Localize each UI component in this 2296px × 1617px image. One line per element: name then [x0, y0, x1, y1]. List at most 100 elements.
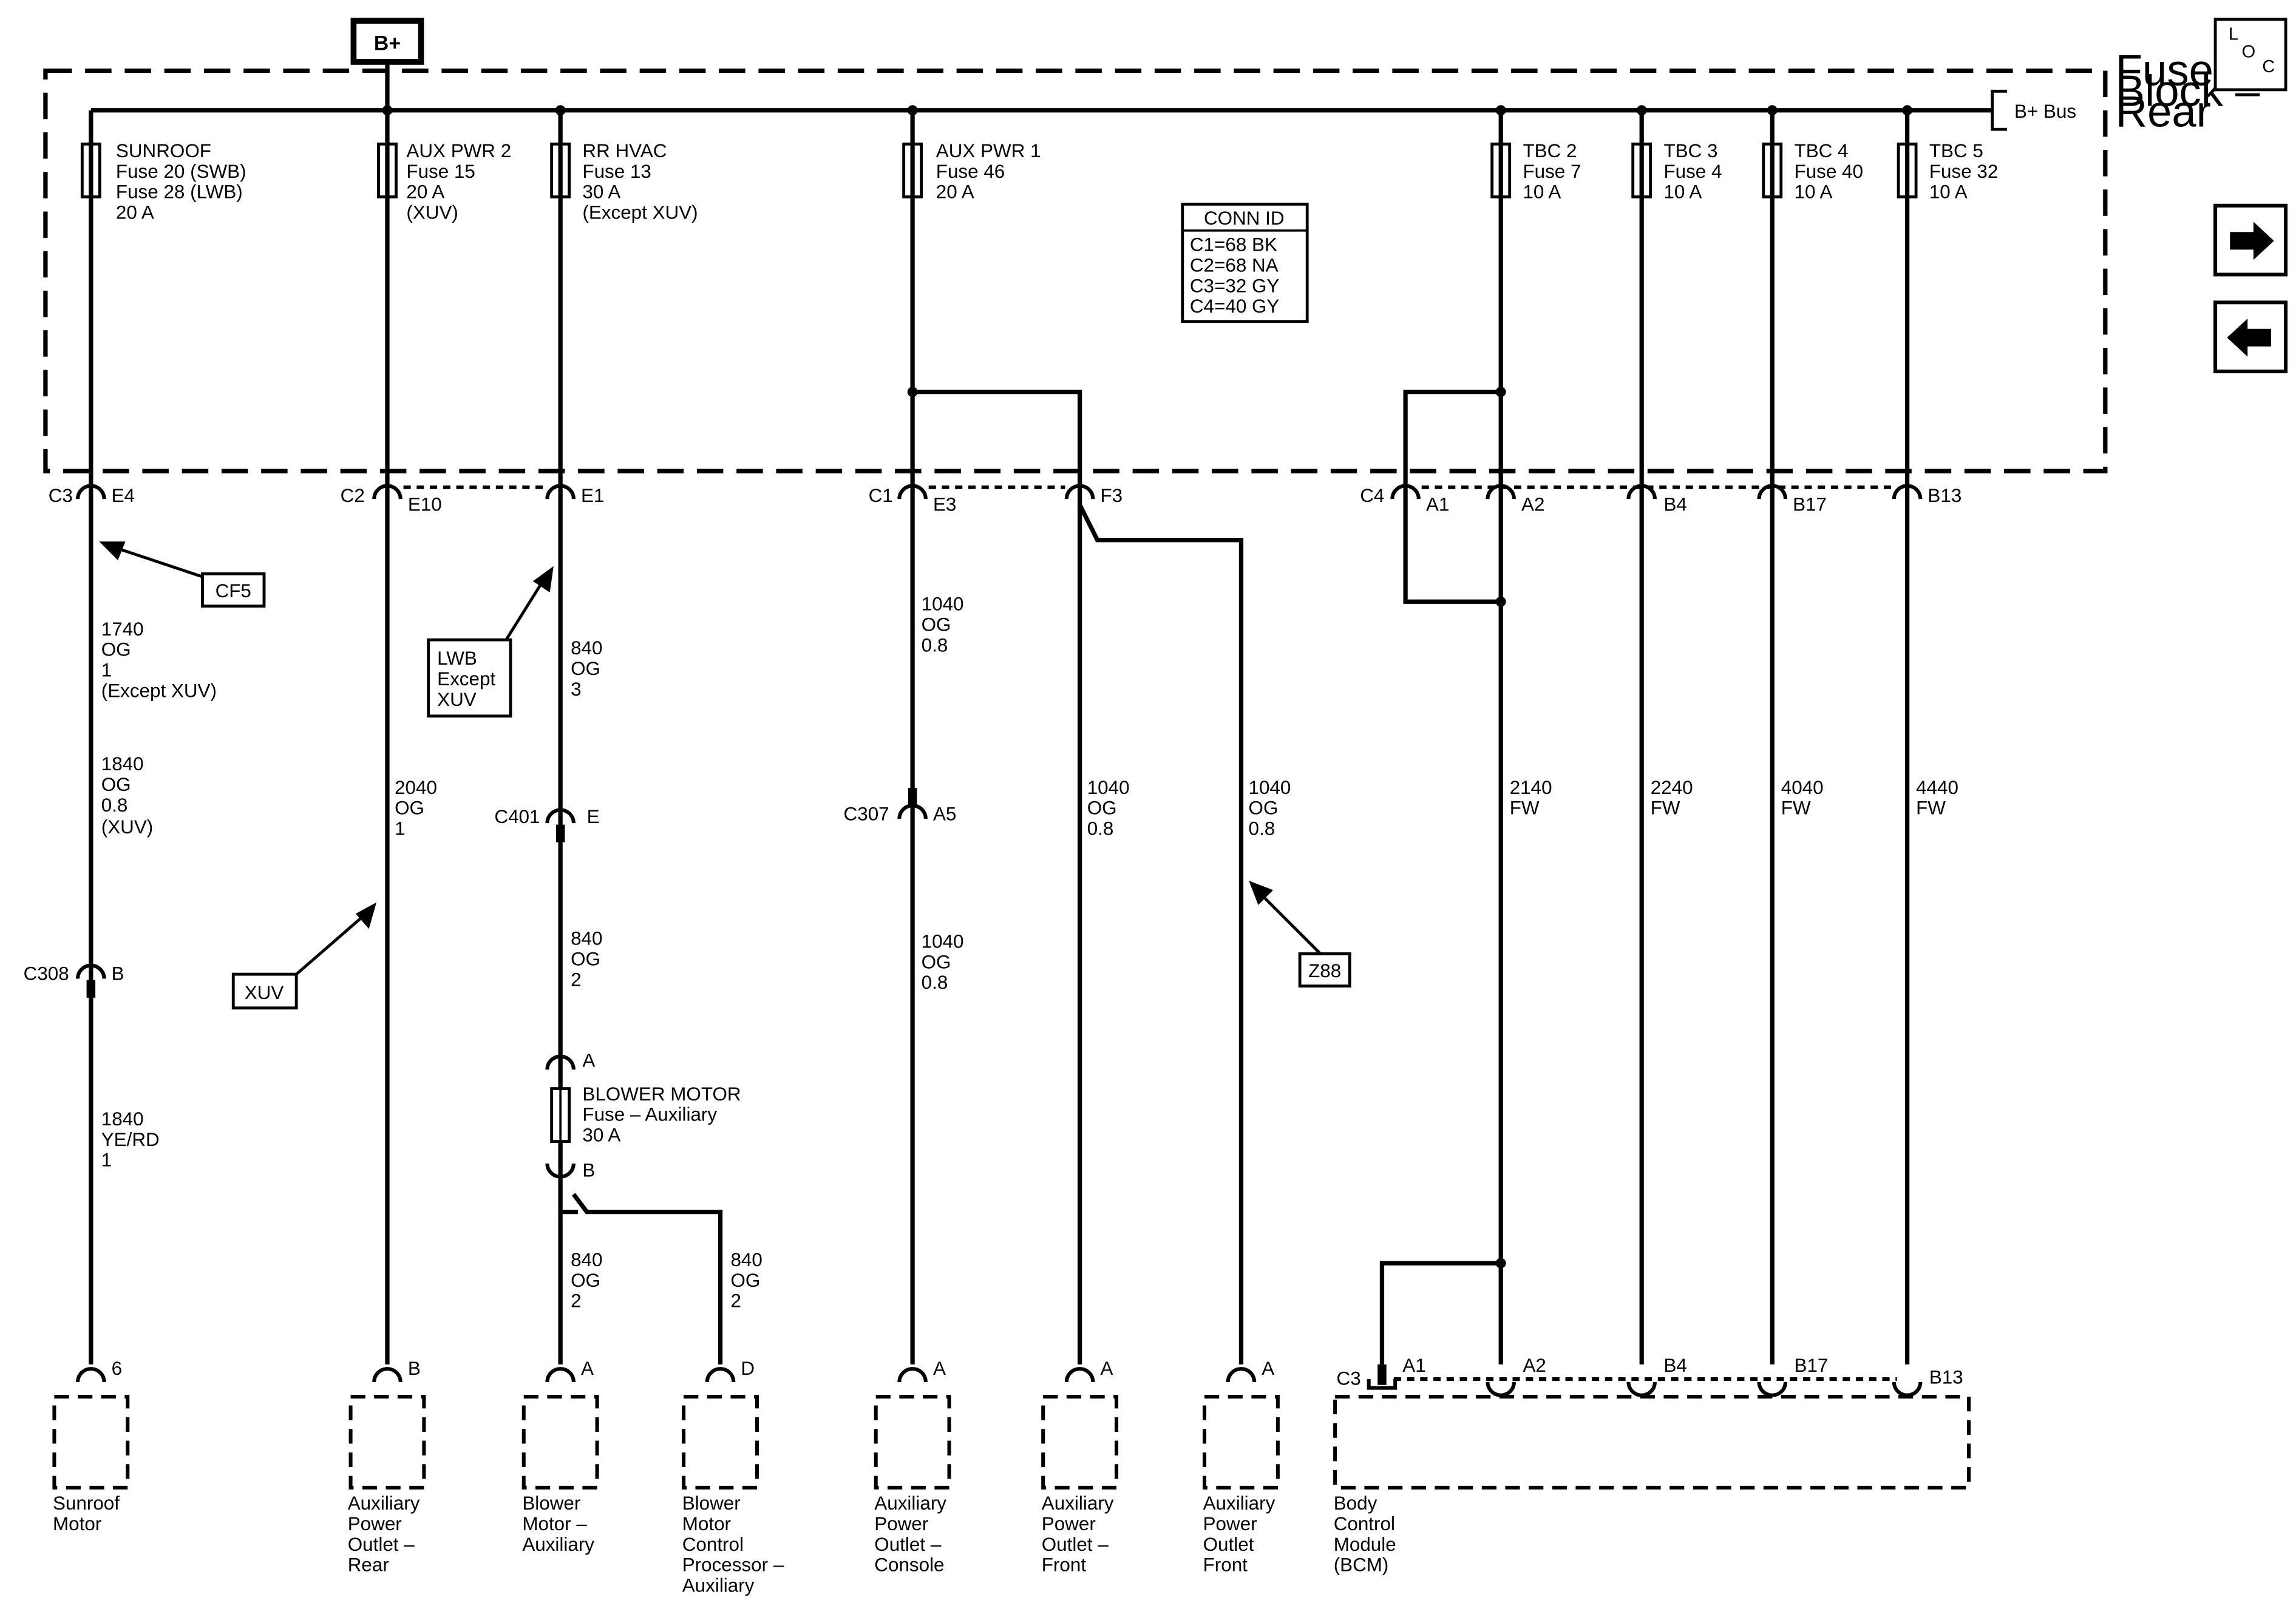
callout-arrow-line — [295, 914, 365, 975]
pin-label: F3 — [1100, 485, 1123, 506]
connector-pin — [372, 1367, 402, 1383]
wire-label: 2040 — [395, 777, 437, 798]
component-name: Control — [1334, 1513, 1395, 1534]
next-page-button[interactable] — [2213, 203, 2288, 277]
bus-label: B+ Bus — [2014, 101, 2076, 122]
fuse-label: 20 A — [936, 181, 974, 203]
option-box-z88 — [1298, 952, 1351, 988]
pin-label: 6 — [112, 1358, 122, 1379]
connector-pin — [1486, 1381, 1516, 1397]
callout-arrowhead — [1249, 881, 1274, 906]
fuse-label: 30 A — [582, 181, 620, 203]
wire-label: OG — [571, 1270, 600, 1291]
option-label: Except — [437, 668, 495, 690]
connector-label: C308 — [24, 963, 69, 985]
wire-aux-outlet-front — [912, 390, 1082, 1364]
component-name: Power — [1042, 1513, 1096, 1534]
connector-pin-male — [1377, 1364, 1387, 1385]
fuse-label: TBC 3 — [1663, 140, 1717, 161]
pin-label: B13 — [1927, 485, 1961, 506]
fuse-label: Fuse 32 — [1929, 161, 1998, 182]
fuse-label: Fuse 15 — [406, 161, 475, 182]
connector-label: C3 — [49, 485, 73, 506]
component-name: Power — [874, 1513, 928, 1534]
fuse-tbc-3: TBC 3 Fuse 4 10 A — [1631, 140, 1722, 203]
fuse-label: SUNROOF — [116, 140, 211, 161]
component-name: Outlet – — [874, 1534, 942, 1555]
loc-letter: L — [2229, 25, 2238, 44]
inline-connector-c401 — [545, 808, 576, 824]
wire-label: 1 — [101, 660, 112, 681]
wire-label: 1740 — [101, 619, 144, 640]
connector-pin — [1390, 484, 1421, 500]
component-name: Blower — [522, 1493, 580, 1514]
wire-label: YE/RD — [101, 1129, 160, 1150]
fuse-label: Fuse 46 — [936, 161, 1005, 182]
fuse-label: TBC 5 — [1929, 140, 1983, 161]
pin-label: B13 — [1929, 1366, 1963, 1388]
power-source-label: B+ — [374, 32, 401, 55]
wire-label: 840 — [571, 637, 602, 659]
fuse-label: 30 A — [582, 1125, 620, 1146]
pin-label: B4 — [1663, 493, 1686, 515]
wire-blower-processor — [571, 1193, 723, 1364]
loc-button[interactable]: L O C — [2213, 18, 2288, 92]
wire-label: 1 — [395, 818, 405, 839]
component-name: Auxiliary — [1203, 1493, 1275, 1514]
component-name: Motor — [682, 1513, 731, 1534]
fuse-label: TBC 2 — [1523, 140, 1577, 161]
pin-label: A1 — [1402, 1355, 1425, 1376]
wire-label: 2240 — [1651, 777, 1693, 798]
block-connector-row — [76, 484, 1923, 500]
pin-label: E — [587, 806, 600, 827]
pin-label: A5 — [933, 803, 956, 824]
conn-id-row: C3=32 GY — [1190, 275, 1280, 296]
prev-page-button[interactable] — [2213, 300, 2288, 373]
block-connector-labels: C3 E4 C2 E10 E1 C1 E3 F3 C4 A1 A2 B4 B17… — [49, 485, 1962, 515]
loc-letter: C — [2262, 57, 2275, 76]
pin-label: A — [933, 1358, 946, 1379]
pin-label: B4 — [1663, 1355, 1686, 1376]
wire-label: FW — [1651, 798, 1680, 819]
component-blower-motor-aux — [521, 1395, 599, 1490]
wire-label: 2 — [730, 1290, 741, 1312]
callout-arrow-line — [504, 580, 545, 641]
wire-label: OG — [571, 949, 600, 970]
component-aux-outlet-rear — [348, 1395, 426, 1490]
wire-label: OG — [922, 614, 951, 636]
component-name: Auxiliary — [1042, 1493, 1114, 1514]
fuse-aux-pwr-1: AUX PWR 1 Fuse 46 20 A — [902, 140, 1041, 203]
component-name: Sunroof — [53, 1493, 120, 1514]
connector-label: C307 — [844, 803, 889, 824]
connector-pin — [1892, 484, 1923, 500]
connector-pin — [1757, 484, 1788, 500]
connector-pin — [1626, 1381, 1657, 1397]
wire-label: 1040 — [1087, 777, 1130, 798]
connector-pin — [76, 484, 106, 500]
callout-arrowhead — [532, 566, 554, 593]
component-name: Motor — [53, 1513, 101, 1534]
inline-connector-male — [86, 980, 96, 998]
wire-label: 840 — [730, 1249, 762, 1270]
fuse-label: (Except XUV) — [582, 202, 698, 223]
connector-pin — [545, 1163, 576, 1179]
fuse-label: Fuse 20 (SWB) — [116, 161, 246, 182]
fuse-label: Fuse – Auxiliary — [582, 1104, 717, 1125]
fuse-block-name-line: Fuse — [2116, 46, 2213, 95]
wire-label: OG — [1249, 798, 1279, 819]
inline-connector-labels: C308 B C401 E C307 A5 — [24, 803, 957, 984]
fuse-label: 20 A — [116, 202, 154, 223]
option-label: LWB — [437, 648, 477, 669]
arrow-right-icon — [2230, 222, 2274, 260]
wire-label: 1840 — [101, 1108, 144, 1130]
wire-label: FW — [1916, 798, 1946, 819]
wire-label: 2 — [571, 1290, 581, 1312]
wire-label: OG — [922, 951, 951, 972]
option-label: CF5 — [216, 580, 251, 602]
conn-id-row: C2=68 NA — [1190, 255, 1279, 276]
connector-pin — [897, 1367, 928, 1383]
fuse-label: RR HVAC — [582, 140, 667, 161]
connector-pin — [545, 1054, 576, 1070]
option-label: Z88 — [1308, 960, 1341, 981]
component-labels: 6 Sunroof Motor B Auxiliary Power Outlet… — [53, 1358, 1275, 1596]
